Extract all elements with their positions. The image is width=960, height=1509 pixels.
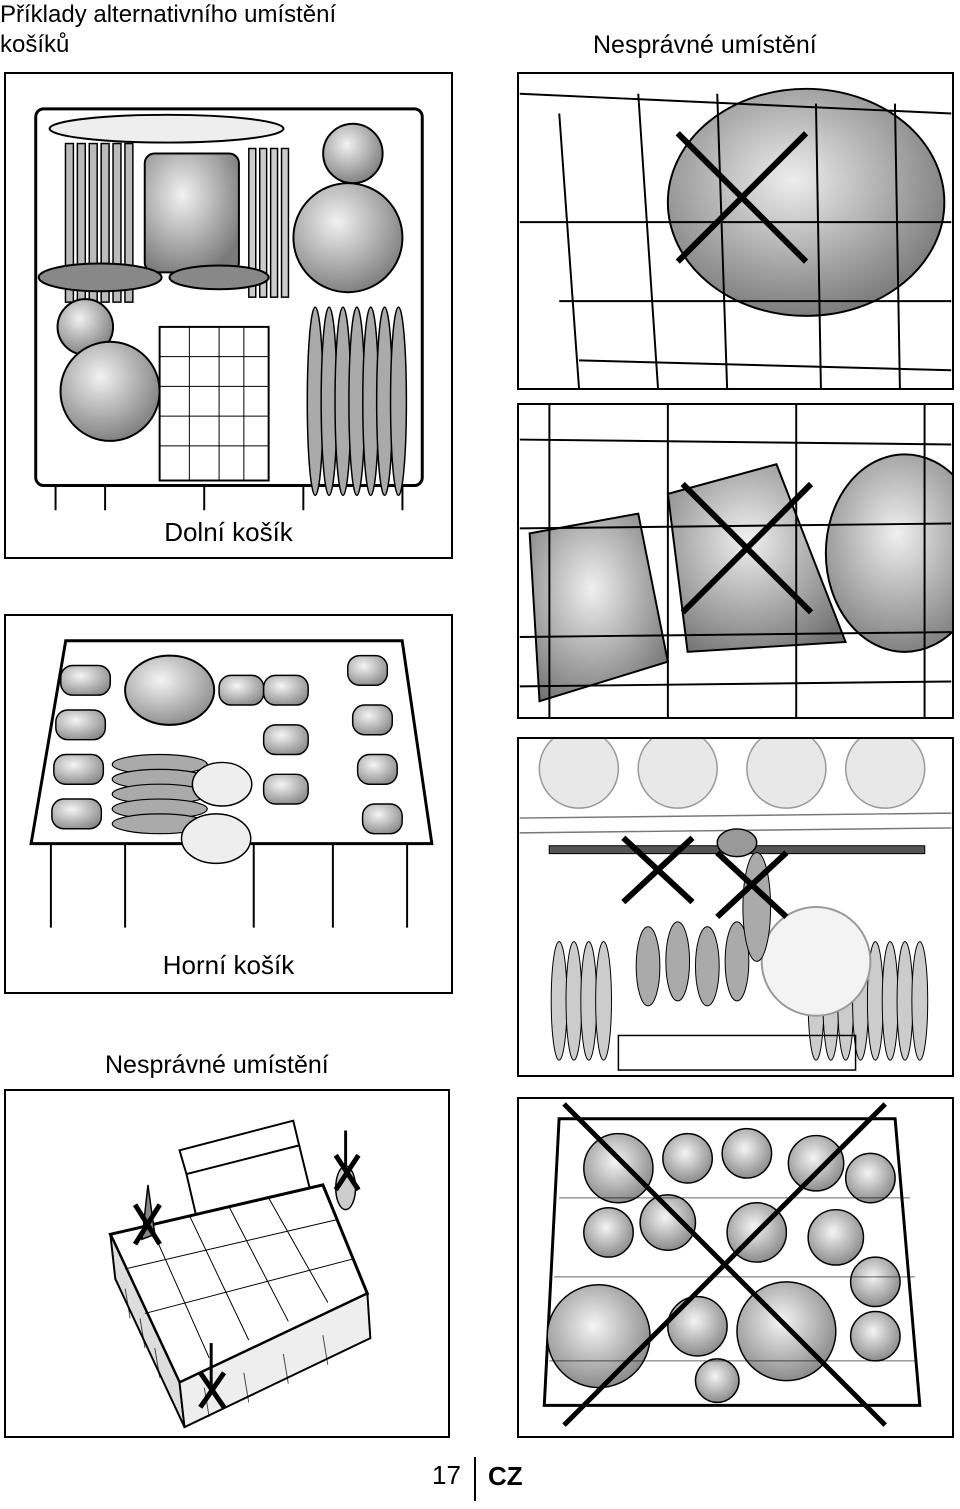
- page-number: 17: [432, 1460, 461, 1490]
- lower-basket-panel: Dolní košík: [4, 72, 453, 559]
- incorrect-placement-illustration-3: [519, 739, 952, 1071]
- incorrect-placement-heading-bottom: Nesprávné umístění: [105, 1051, 329, 1079]
- upper-basket-panel: Horní košík: [4, 614, 453, 994]
- incorrect-placement-illustration-2: [519, 405, 952, 717]
- incorrect-placement-heading-top: Nesprávné umístění: [593, 31, 817, 59]
- incorrect-placement-image-4: [517, 1097, 954, 1438]
- incorrect-placement-image-2: [517, 403, 954, 719]
- upper-basket-illustration: [29, 639, 434, 928]
- incorrect-placement-image-1: [517, 72, 954, 390]
- page-title: Příklady alternativního umístění košíků: [0, 0, 336, 60]
- lower-basket-caption: Dolní košík: [164, 517, 293, 547]
- cutlery-basket-illustration: [108, 1119, 372, 1429]
- lower-basket-illustration: [34, 107, 424, 511]
- language-code: CZ: [488, 1461, 523, 1491]
- page-title-line-2: košíků: [0, 31, 70, 58]
- upper-basket-caption: Horní košík: [162, 950, 295, 980]
- page-title-line-1: Příklady alternativního umístění: [0, 1, 337, 28]
- footer-divider: [474, 1457, 476, 1501]
- cutlery-basket-panel: [4, 1089, 450, 1438]
- incorrect-placement-image-3: [517, 737, 954, 1077]
- incorrect-placement-illustration-4: [542, 1102, 922, 1427]
- incorrect-placement-illustration-1: [519, 87, 952, 388]
